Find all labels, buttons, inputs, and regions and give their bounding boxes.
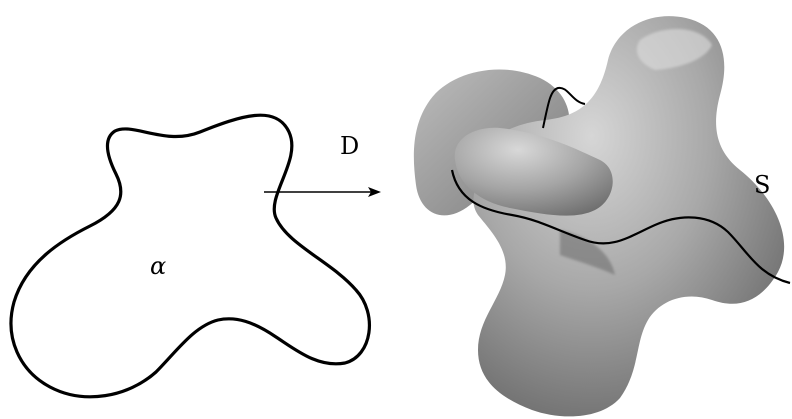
surface-front-arm: [454, 127, 613, 216]
label-s: S: [754, 171, 770, 199]
surface-main-body: [473, 16, 785, 417]
surface-crevice-shadow: [560, 230, 615, 275]
surface-s: [413, 16, 791, 417]
label-alpha: α: [150, 252, 166, 280]
map-arrow-head: [368, 187, 381, 197]
label-d: D: [340, 132, 359, 160]
surface-highlight: [636, 28, 712, 70]
surface-curve: [450, 169, 791, 285]
surface-curve-back: [542, 86, 586, 129]
region-boundary-curve: [9, 113, 371, 399]
